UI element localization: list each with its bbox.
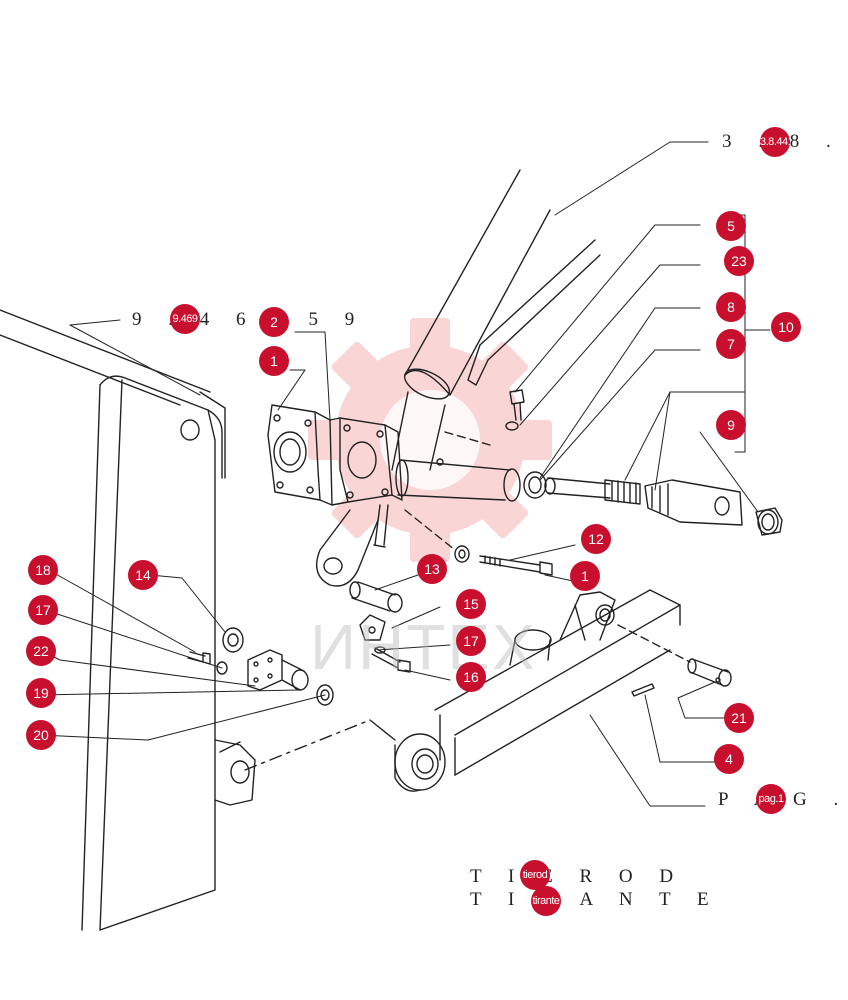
title-badge-tirante[interactable]: tirante <box>531 886 561 916</box>
dash-line-21 <box>617 624 691 663</box>
part-badge-13[interactable]: 13 <box>417 554 447 584</box>
pin-4 <box>631 683 655 697</box>
part-badge-17[interactable]: 17 <box>456 626 486 656</box>
washer-13 <box>454 545 470 563</box>
title-line-1: T I E R O D <box>470 866 685 887</box>
ref-left: 9 . 4 6 9 5 9 <box>132 309 366 330</box>
flange-part-2 <box>329 417 403 506</box>
bolt-5 <box>505 389 525 431</box>
part-badge-5[interactable]: 5 <box>716 211 746 241</box>
part-badge-1[interactable]: 1 <box>259 346 289 376</box>
part-badge-19[interactable]: 19 <box>26 678 56 708</box>
part-badge-17b[interactable]: 17 <box>28 595 58 625</box>
clip-15 <box>359 614 411 673</box>
part-badge-10[interactable]: 10 <box>771 312 801 342</box>
part-badge-22[interactable]: 22 <box>26 636 56 666</box>
part-badge-9[interactable]: 9 <box>716 410 746 440</box>
pin-13 <box>349 581 403 613</box>
part-badge-12[interactable]: 12 <box>581 524 611 554</box>
part-badge-23[interactable]: 23 <box>724 246 754 276</box>
part-badge-1b[interactable]: 1 <box>570 561 600 591</box>
dash-line-13 <box>404 509 456 551</box>
part-badge-18[interactable]: 18 <box>28 555 58 585</box>
pin-21 <box>687 658 732 687</box>
title-badge-tierod[interactable]: tierod <box>520 860 550 890</box>
title-line-2: T I R A N T E <box>470 889 720 910</box>
leader-pivot <box>369 719 396 741</box>
flange-part-1 <box>267 404 333 506</box>
ref-badge-left[interactable]: 9.469 <box>170 304 200 334</box>
part-badge-21[interactable]: 21 <box>724 703 754 733</box>
part-badge-16[interactable]: 16 <box>456 662 486 692</box>
washer-7 <box>523 471 547 499</box>
dash-line-bolt <box>444 431 491 446</box>
part-badge-20[interactable]: 20 <box>26 720 56 750</box>
bushing-9 <box>755 507 783 536</box>
part-badge-15[interactable]: 15 <box>456 589 486 619</box>
upper-arm <box>391 169 601 471</box>
part-badge-4[interactable]: 4 <box>714 744 744 774</box>
part-badge-2[interactable]: 2 <box>259 307 289 337</box>
dash-line-pivot <box>244 719 371 771</box>
bolt-12 <box>479 555 553 576</box>
tie-rod-body <box>316 458 521 587</box>
frame-plate <box>0 309 256 931</box>
watermark-text: ИНТЕХ <box>310 611 537 683</box>
bracket-assembly <box>187 627 334 706</box>
threaded-rod <box>544 477 743 526</box>
watermark-gear-logo <box>308 318 552 562</box>
part-badge-8[interactable]: 8 <box>716 292 746 322</box>
part-badge-14[interactable]: 14 <box>128 560 158 590</box>
ref-badge-bottom[interactable]: pag.1 <box>756 784 786 814</box>
leader-lines <box>39 141 771 807</box>
ref-badge-top[interactable]: 3.8.441 <box>760 127 790 157</box>
part-badge-7[interactable]: 7 <box>716 329 746 359</box>
